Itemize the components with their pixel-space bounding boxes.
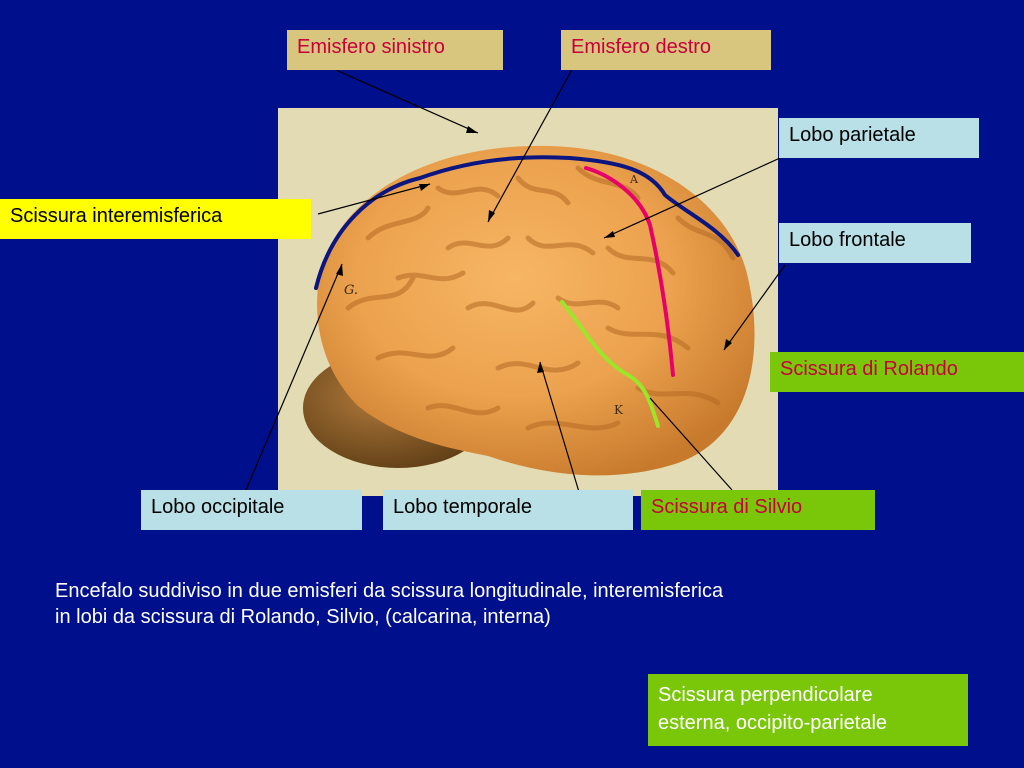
- arrowhead: [336, 264, 343, 276]
- leader-lobo-frontale: [723, 264, 786, 351]
- label-scissura-di-rolando: Scissura di Rolando: [770, 352, 1024, 392]
- silvio-fissure-line: [560, 300, 660, 428]
- caption-text: Encefalo suddiviso in due emisferi da sc…: [55, 578, 955, 630]
- leader-lobo-temporale: [539, 361, 583, 503]
- caption-line-1: Encefalo suddiviso in due emisferi da sc…: [55, 580, 724, 602]
- leader-emisfero-destro: [487, 54, 581, 223]
- note-box: Scissura perpendicolare esterna, occipit…: [648, 674, 968, 746]
- arrowhead: [466, 126, 478, 133]
- label-scissura-di-silvio: Scissura di Silvio: [641, 490, 875, 530]
- gyri-pattern: [345, 165, 736, 431]
- label-lobo-temporale: Lobo temporale: [383, 490, 633, 530]
- leader-scissura-di-silvio: [649, 397, 733, 491]
- label-lobo-occipitale: Lobo occipitale: [141, 490, 362, 530]
- leader-scissura-interemisferica: [317, 183, 431, 215]
- leader-lobo-occipitale: [245, 263, 343, 491]
- note-line-1: Scissura perpendicolare: [658, 684, 873, 706]
- interhemispheric-fissure-line: [314, 155, 740, 290]
- label-emisfero-destro: Emisfero destro: [561, 30, 771, 70]
- leader-lobo-parietale: [603, 157, 781, 239]
- label-lobo-frontale: Lobo frontale: [779, 223, 971, 263]
- arrowhead: [604, 231, 615, 238]
- model-mark-left: G.: [344, 283, 358, 298]
- label-lobo-parietale: Lobo parietale: [779, 118, 979, 158]
- arrowhead: [488, 210, 495, 222]
- label-scissura-interemisferica: Scissura interemisferica: [0, 199, 311, 239]
- leader-arrowheads: [336, 126, 732, 373]
- note-line-2: esterna, occipito-parietale: [658, 712, 888, 734]
- label-emisfero-sinistro: Emisfero sinistro: [287, 30, 503, 70]
- model-mark-right: A: [629, 173, 639, 186]
- leader-lines: [245, 54, 786, 503]
- caption-line-2: in lobi da scissura di Rolando, Silvio, …: [55, 606, 551, 628]
- arrowhead: [537, 362, 544, 373]
- leader-emisfero-sinistro: [335, 69, 479, 134]
- rolando-fissure-line: [584, 166, 675, 377]
- model-mark-lower: K: [614, 403, 624, 417]
- arrowhead: [724, 339, 732, 350]
- arrowhead: [419, 184, 430, 191]
